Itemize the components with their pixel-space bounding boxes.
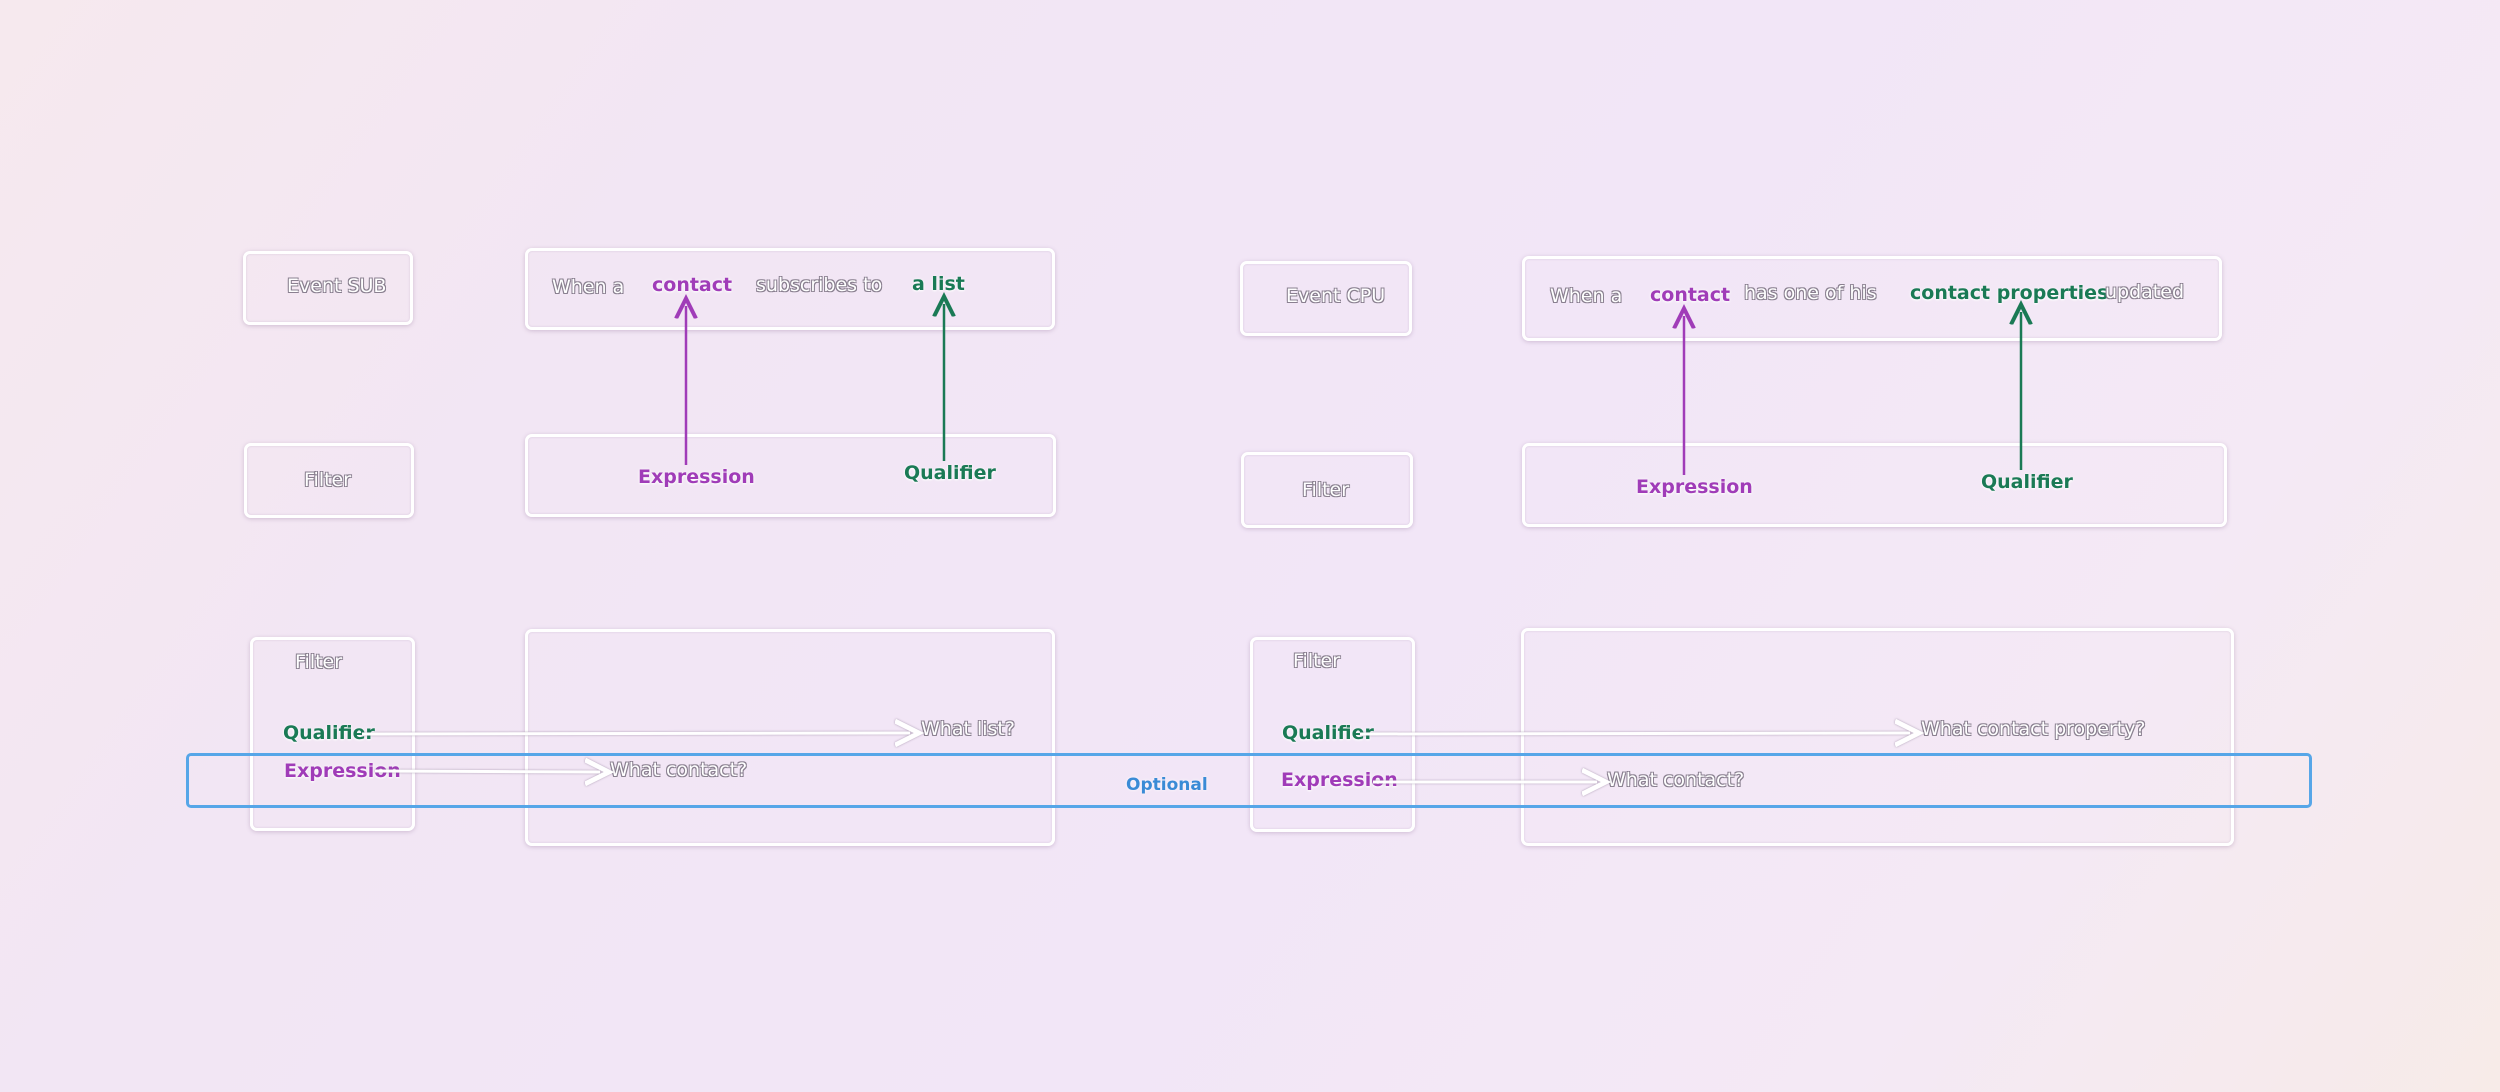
left-filter-label: Filter bbox=[304, 469, 352, 491]
right-expression-label: Expression bbox=[1636, 476, 1753, 498]
optional-label: Optional bbox=[1126, 775, 1208, 795]
left-detail-qualifier: Qualifier bbox=[283, 722, 375, 744]
left-qualifier-label: Qualifier bbox=[904, 462, 996, 484]
right-what-contact: What contact? bbox=[1607, 769, 1745, 791]
left-detail-filter-label: Filter bbox=[295, 651, 343, 673]
left-event-box bbox=[243, 251, 413, 325]
left-sentence-subscribes-to: subscribes to bbox=[756, 274, 883, 296]
left-filter-content-box bbox=[525, 434, 1056, 517]
left-sentence-contact: contact bbox=[652, 274, 733, 296]
right-event-label: Event CPU bbox=[1286, 285, 1386, 307]
right-sentence-has-one-of-his: has one of his bbox=[1744, 282, 1877, 304]
left-event-label: Event SUB bbox=[287, 275, 387, 297]
right-sentence-contact-properties: contact properties bbox=[1910, 282, 2109, 304]
left-detail-content-box bbox=[525, 629, 1055, 846]
right-sentence-contact: contact bbox=[1650, 284, 1731, 306]
left-sentence-a-list: a list bbox=[912, 273, 965, 295]
left-what-contact: What contact? bbox=[610, 759, 748, 781]
right-sentence-updated: updated bbox=[2105, 281, 2185, 303]
right-what-contact-property: What contact property? bbox=[1921, 718, 2146, 740]
right-filter-label: Filter bbox=[1302, 479, 1350, 501]
left-sentence-box bbox=[525, 248, 1055, 330]
right-detail-qualifier: Qualifier bbox=[1282, 722, 1374, 744]
left-expression-label: Expression bbox=[638, 466, 755, 488]
right-detail-content-box bbox=[1521, 628, 2234, 846]
left-what-list: What list? bbox=[921, 718, 1015, 740]
left-sentence-when-a: When a bbox=[552, 276, 625, 298]
right-filter-box bbox=[1241, 452, 1413, 528]
left-detail-expression: Expression bbox=[284, 760, 401, 782]
right-sentence-when-a: When a bbox=[1550, 285, 1623, 307]
right-qualifier-label: Qualifier bbox=[1981, 471, 2073, 493]
right-detail-filter-label: Filter bbox=[1293, 650, 1341, 672]
right-detail-expression: Expression bbox=[1281, 769, 1398, 791]
right-sentence-box bbox=[1522, 256, 2222, 341]
right-event-box bbox=[1240, 261, 1412, 336]
optional-highlight-box bbox=[186, 753, 2312, 808]
right-filter-content-box bbox=[1522, 443, 2227, 527]
left-filter-box bbox=[244, 443, 414, 518]
